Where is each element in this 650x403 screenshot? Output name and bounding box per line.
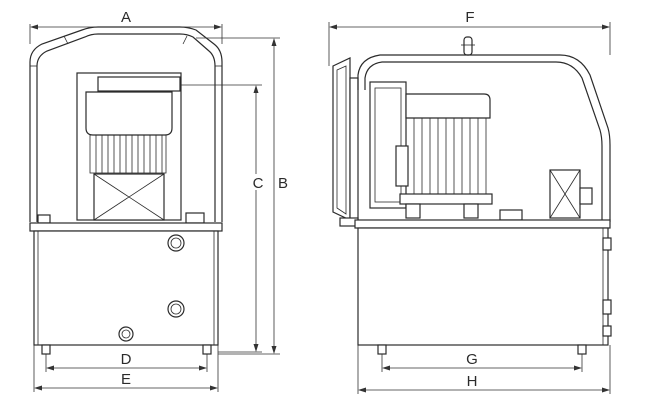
front-foot-left: [41, 344, 51, 355]
label-e: E: [121, 371, 131, 388]
side-handle-inner: [364, 61, 603, 222]
side-motor-body: [405, 93, 491, 119]
side-port-lower: [602, 325, 612, 337]
front-fitting-left: [37, 214, 51, 224]
front-port-lower: [167, 300, 185, 318]
side-terminal: [395, 145, 409, 187]
front-handle-inner: [36, 33, 216, 222]
side-motor-mount: [399, 193, 493, 205]
side-port-middle: [602, 299, 612, 315]
front-fitting-right: [185, 212, 205, 224]
label-f: F: [465, 9, 474, 26]
label-a: A: [121, 9, 131, 26]
side-tank: [357, 227, 609, 346]
side-view: [332, 36, 612, 355]
dimensions: [29, 22, 611, 394]
front-tank: [33, 230, 219, 346]
side-valve-port: [579, 187, 593, 205]
label-b: B: [278, 175, 288, 192]
side-foot-right: [577, 344, 587, 355]
label-g: G: [466, 351, 478, 368]
side-tank-lid: [354, 219, 611, 229]
front-fan-cover: [97, 76, 181, 92]
label-h: H: [467, 373, 478, 390]
dimension-labels: A F C B D E G H: [118, 9, 480, 390]
front-motor-fins: [89, 134, 167, 174]
side-port-upper: [602, 237, 612, 251]
side-motor-shroud: [369, 81, 407, 209]
side-motor-fins: [405, 117, 487, 195]
label-d: D: [121, 351, 132, 368]
front-foot-right: [202, 344, 212, 355]
side-foot-left: [377, 344, 387, 355]
front-port-upper: [167, 234, 185, 252]
front-tank-lid: [29, 222, 223, 232]
side-fitting: [499, 209, 523, 221]
side-panel-frame: [349, 77, 359, 221]
front-drain-plug: [118, 326, 134, 342]
front-motor-body: [85, 91, 173, 136]
side-lifting-eye: [463, 36, 473, 56]
side-front-bezel: [332, 57, 351, 221]
front-view: [29, 26, 223, 355]
label-c: C: [253, 175, 264, 192]
side-handle-outer: [357, 54, 611, 222]
